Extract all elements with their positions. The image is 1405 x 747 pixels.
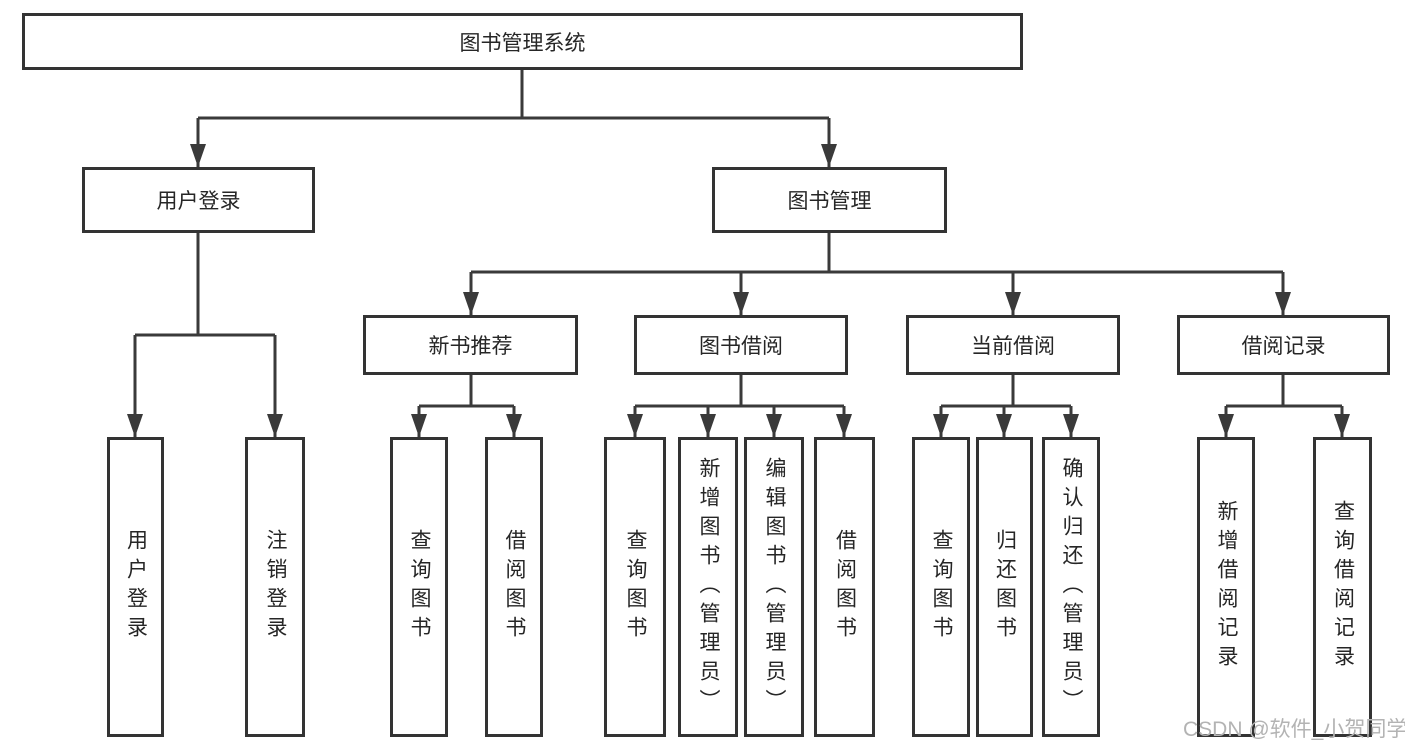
arrowhead-icons xyxy=(127,144,1350,437)
leaf-logout-label: 注销登录 xyxy=(264,529,287,645)
leaf-recommend-borrow-books-label: 借阅图书 xyxy=(503,529,526,645)
node-borrow-records: 借阅记录 xyxy=(1177,315,1390,375)
node-root: 图书管理系统 xyxy=(22,13,1023,70)
leaf-return-books-label: 归还图书 xyxy=(993,529,1017,645)
node-book-management: 图书管理 xyxy=(712,167,947,233)
leaf-edit-books-admin-label: 编辑图书（管理员） xyxy=(763,456,786,718)
leaf-confirm-return-admin: 确认归还（管理员） xyxy=(1042,437,1100,737)
leaf-query-borrow-record-label: 查询借阅记录 xyxy=(1331,500,1355,674)
leaf-edit-books-admin: 编辑图书（管理员） xyxy=(744,437,804,737)
leaf-user-login-label: 用户登录 xyxy=(124,529,148,645)
node-user-login: 用户登录 xyxy=(82,167,315,233)
node-book-borrowing: 图书借阅 xyxy=(634,315,848,375)
leaf-recommend-query-books: 查询图书 xyxy=(390,437,448,737)
leaf-add-borrow-record: 新增借阅记录 xyxy=(1197,437,1255,737)
leaf-current-query-books: 查询图书 xyxy=(912,437,970,737)
leaf-query-borrow-record: 查询借阅记录 xyxy=(1313,437,1372,737)
node-new-book-recommend-label: 新书推荐 xyxy=(428,335,513,358)
leaf-user-login: 用户登录 xyxy=(107,437,164,737)
leaf-add-books-admin-label: 新增图书（管理员） xyxy=(697,456,720,718)
connector-path xyxy=(133,70,1344,437)
node-root-label: 图书管理系统 xyxy=(459,31,586,55)
leaf-logout: 注销登录 xyxy=(245,437,305,737)
node-book-management-label: 图书管理 xyxy=(787,190,872,213)
leaf-current-query-books-label: 查询图书 xyxy=(930,529,953,645)
leaf-return-books: 归还图书 xyxy=(976,437,1033,737)
leaf-confirm-return-admin-label: 确认归还（管理员） xyxy=(1060,456,1083,718)
node-current-borrowing: 当前借阅 xyxy=(906,315,1120,375)
watermark: CSDN @软件_小贺同学 xyxy=(1183,718,1405,741)
node-current-borrowing-label: 当前借阅 xyxy=(971,335,1055,358)
leaf-recommend-borrow-books: 借阅图书 xyxy=(485,437,543,737)
leaf-borrowing-borrow-books-label: 借阅图书 xyxy=(833,529,857,645)
node-book-borrowing-label: 图书借阅 xyxy=(699,335,783,358)
leaf-recommend-query-books-label: 查询图书 xyxy=(408,529,431,645)
leaf-add-borrow-record-label: 新增借阅记录 xyxy=(1215,500,1238,674)
leaf-add-books-admin: 新增图书（管理员） xyxy=(678,437,738,737)
node-borrow-records-label: 借阅记录 xyxy=(1241,335,1326,358)
node-new-book-recommend: 新书推荐 xyxy=(363,315,578,375)
leaf-borrowing-borrow-books: 借阅图书 xyxy=(814,437,875,737)
leaf-borrowing-query-books-label: 查询图书 xyxy=(624,529,647,645)
leaf-borrowing-query-books: 查询图书 xyxy=(604,437,666,737)
node-user-login-label: 用户登录 xyxy=(156,190,241,213)
